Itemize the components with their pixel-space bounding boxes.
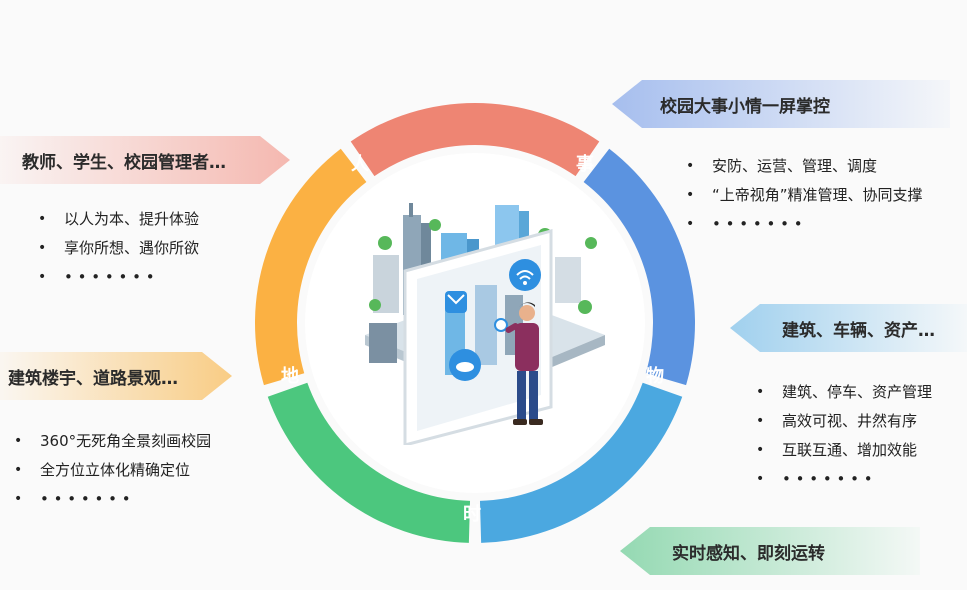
list-item: 高效可视、井然有序	[756, 407, 932, 436]
segment-label-time: 时	[463, 504, 481, 525]
list-item: 以人为本、提升体验	[38, 205, 199, 234]
segment-label-place: 地	[281, 366, 299, 387]
things-list: 建筑、停车、资产管理 高效可视、井然有序 互联互通、增加效能 • • • • •…	[756, 378, 932, 494]
list-item: 互联互通、增加效能	[756, 436, 932, 465]
wifi-icon	[509, 259, 541, 291]
list-item: • • • • • • •	[14, 485, 211, 514]
list-item: 建筑、停车、资产管理	[756, 378, 932, 407]
list-item: 安防、运营、管理、调度	[686, 152, 923, 181]
segment-label-affairs: 事	[576, 154, 594, 175]
place-banner-text: 建筑楼宇、道路景观…	[8, 368, 178, 389]
ring-segment-place	[255, 148, 367, 386]
ring-segment-time	[267, 382, 471, 543]
list-item: 全方位立体化精确定位	[14, 456, 211, 485]
segment-label-people: 人	[351, 154, 369, 175]
tree-icon	[378, 236, 392, 250]
ring-segment-people	[350, 102, 600, 177]
time-banner: 实时感知、即刻运转	[620, 527, 920, 575]
people-banner-text: 教师、学生、校园管理者…	[22, 152, 226, 173]
time-banner-text: 实时感知、即刻运转	[672, 543, 825, 564]
things-banner-text: 建筑、车辆、资产…	[782, 320, 935, 341]
people-banner: 教师、学生、校园管理者…	[0, 136, 290, 184]
place-list: 360°无死角全景刻画校园 全方位立体化精确定位 • • • • • • •	[14, 427, 211, 514]
ring-segment-affairs	[583, 148, 695, 386]
list-item: 360°无死角全景刻画校园	[14, 427, 211, 456]
affairs-banner-text: 校园大事小情一屏掌控	[660, 96, 830, 117]
ring-segment-things	[479, 382, 683, 543]
list-item: 享你所想、遇你所欲	[38, 234, 199, 263]
list-item: • • • • • • •	[38, 263, 199, 292]
affairs-banner: 校园大事小情一屏掌控	[612, 80, 950, 128]
list-item: • • • • • • •	[686, 210, 923, 239]
things-banner: 建筑、车辆、资产…	[730, 304, 967, 352]
people-list: 以人为本、提升体验 享你所想、遇你所欲 • • • • • • •	[38, 205, 199, 292]
list-item: • • • • • • •	[756, 465, 932, 494]
place-banner: 建筑楼宇、道路景观…	[0, 352, 232, 400]
person-figure	[505, 302, 543, 425]
touch-point-icon	[494, 318, 508, 332]
list-item: “上帝视角”精准管理、协同支撑	[686, 181, 923, 210]
affairs-list: 安防、运营、管理、调度 “上帝视角”精准管理、协同支撑 • • • • • • …	[686, 152, 923, 239]
segment-label-things: 物	[646, 366, 664, 387]
smart-campus-illustration	[365, 203, 605, 445]
